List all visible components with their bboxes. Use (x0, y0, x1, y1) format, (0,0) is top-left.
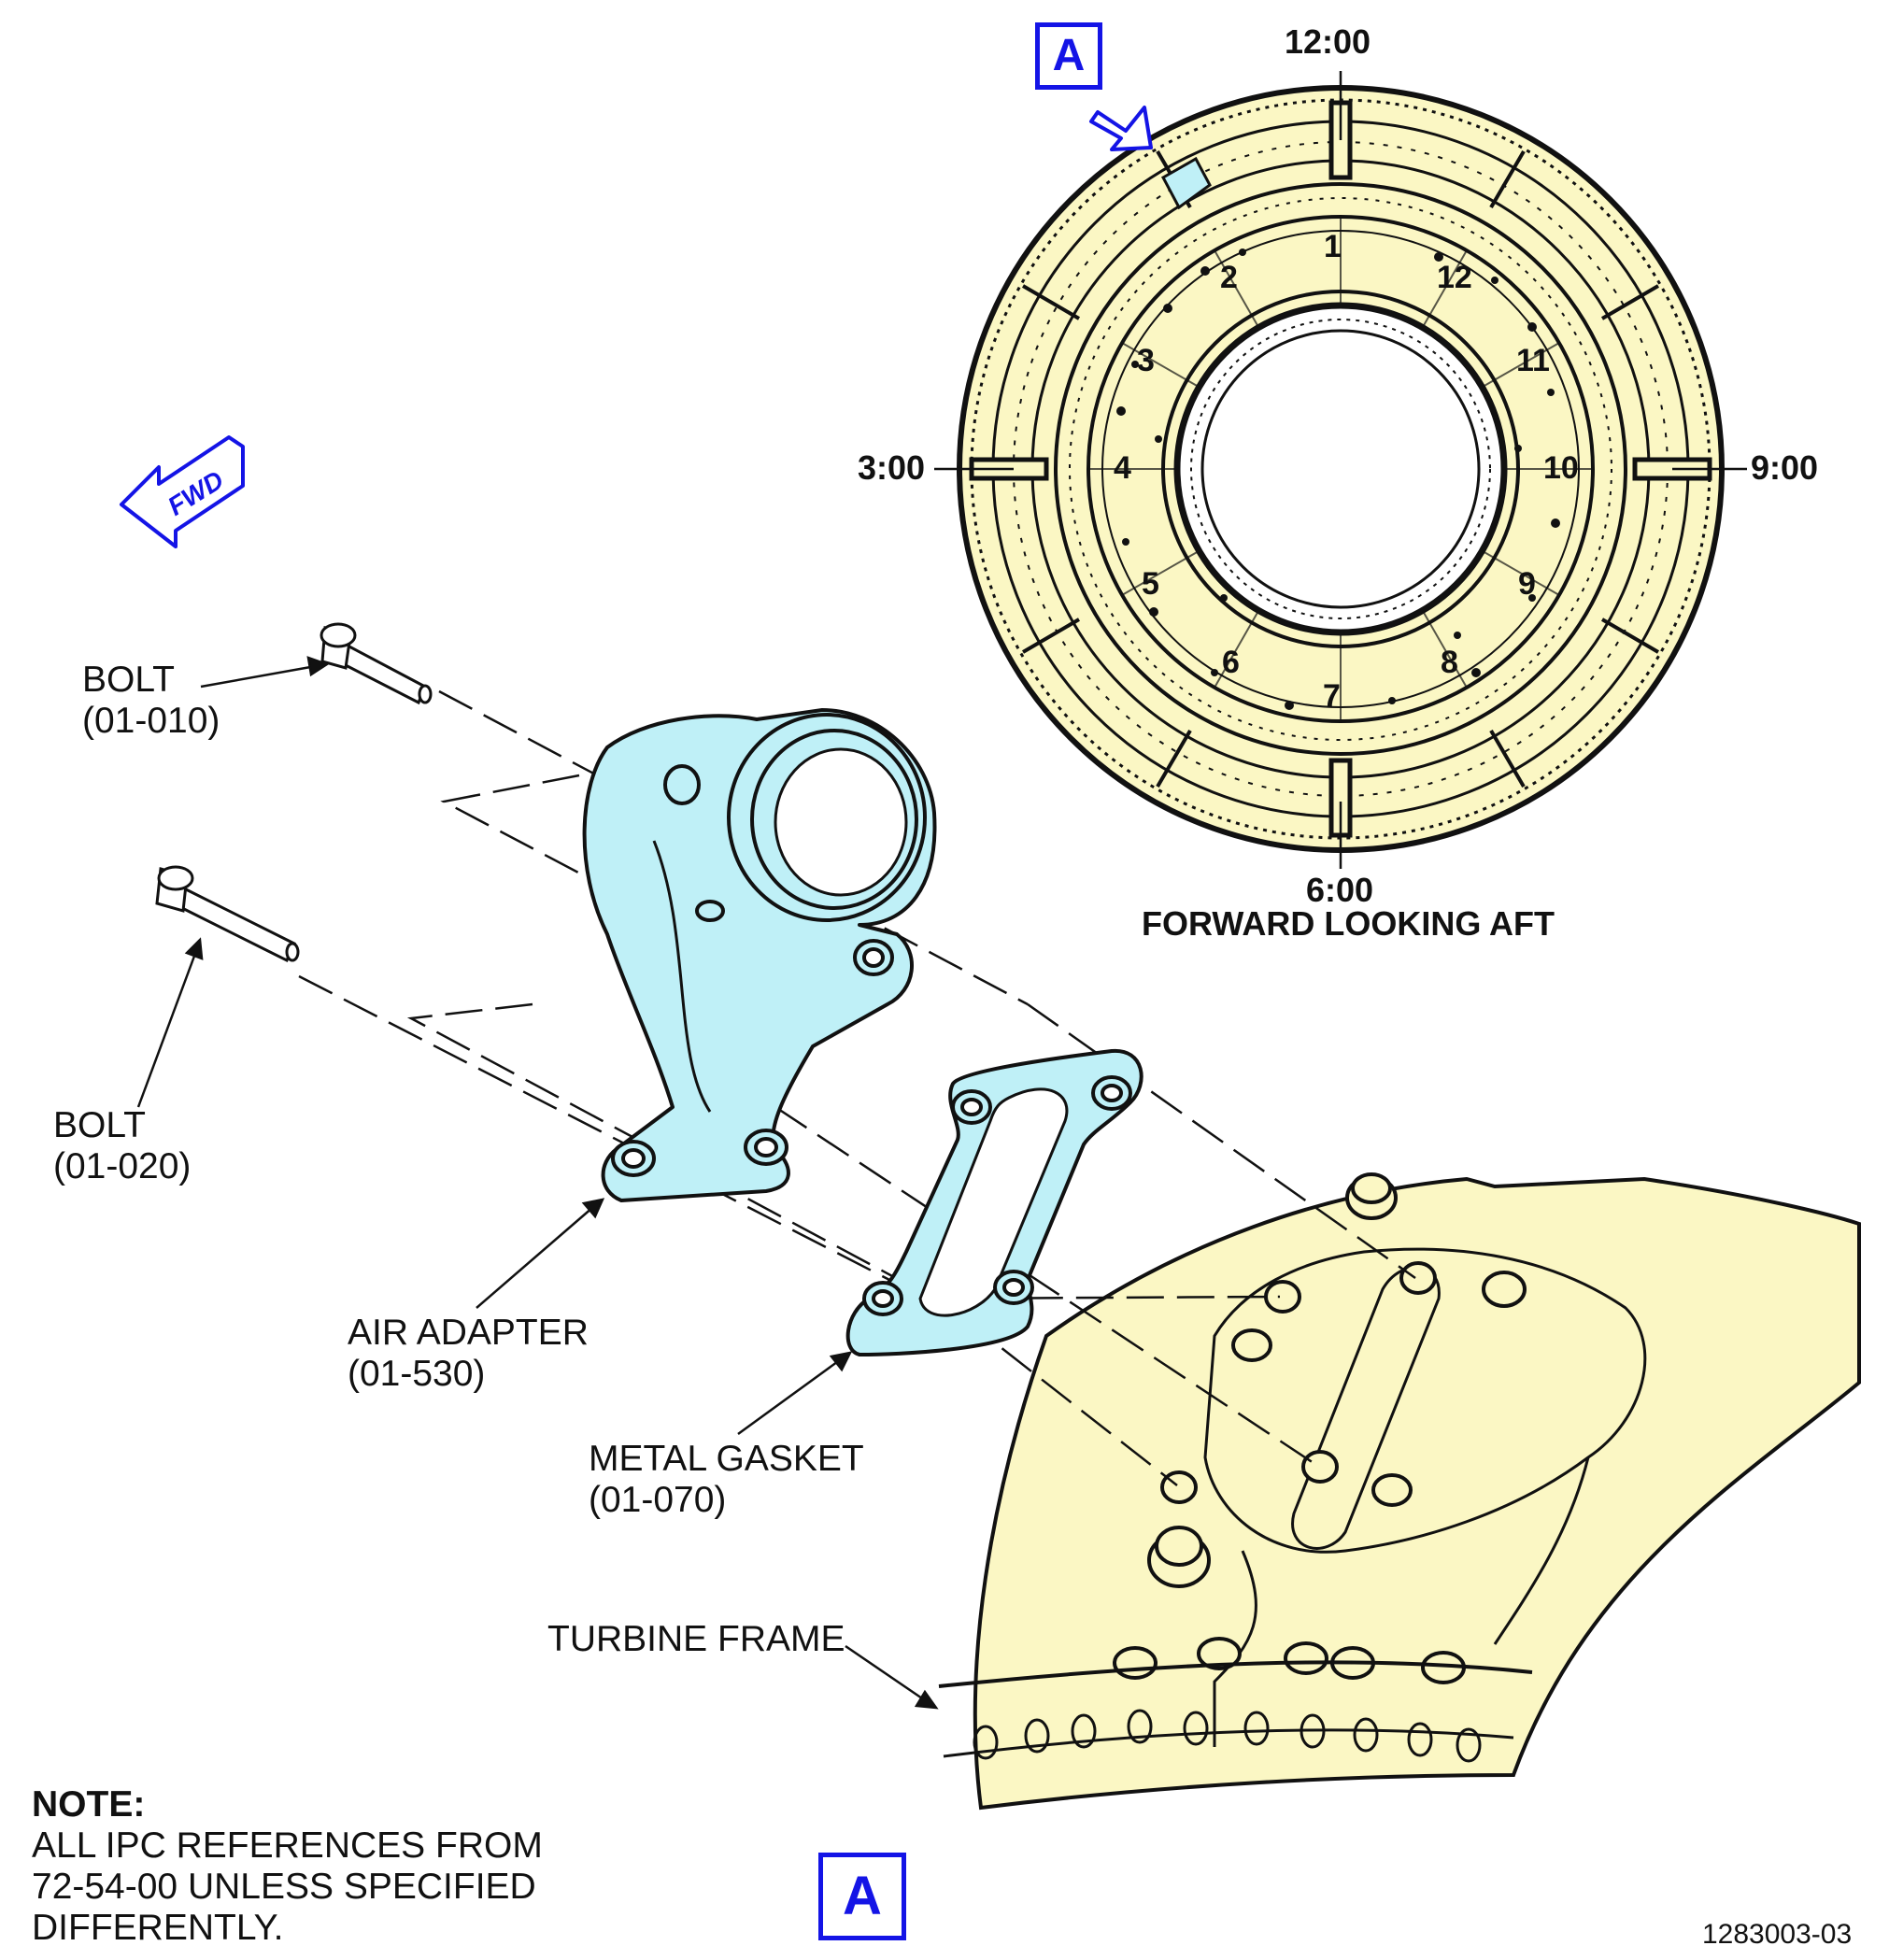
ring-number-10: 10 (1543, 450, 1579, 486)
clock-6-label: 6:00 (1306, 871, 1374, 909)
fwd-arrow: FWD (120, 435, 245, 548)
metal-gasket-name: METAL GASKET (589, 1439, 864, 1479)
air-adapter-name: AIR ADAPTER (348, 1313, 589, 1353)
bolt-1-callout: BOLT (01-010) (82, 660, 220, 742)
view-caption: FORWARD LOOKING AFT (1142, 904, 1555, 943)
ring-number-8: 8 (1441, 645, 1458, 680)
note-line-3: DIFFERENTLY. (32, 1908, 284, 1948)
engine-ring-view (934, 71, 1747, 869)
note-line-2: 72-54-00 UNLESS SPECIFIED (32, 1867, 536, 1907)
ring-number-1: 1 (1324, 229, 1342, 264)
ring-number-6: 6 (1222, 645, 1240, 680)
metal-gasket-ref: (01-070) (589, 1480, 727, 1520)
ring-number-5: 5 (1142, 566, 1159, 602)
figure-id: 1283003-03 (1702, 1919, 1853, 1950)
clock-3-label: 3:00 (858, 448, 926, 487)
bolt-2-name: BOLT (53, 1105, 146, 1145)
bolt-01-010 (320, 622, 433, 705)
turbine-frame-callout: TURBINE FRAME (547, 1619, 845, 1659)
air-adapter-ref: (01-530) (348, 1354, 486, 1394)
bolt-01-020 (155, 865, 300, 963)
ring-number-9: 9 (1518, 566, 1536, 602)
ring-number-11: 11 (1516, 343, 1550, 378)
ring-number-2: 2 (1220, 260, 1238, 295)
note-heading: NOTE: (32, 1784, 146, 1825)
clock-9-label: 9:00 (1751, 448, 1819, 487)
metal-gasket-part (845, 1048, 1143, 1356)
note-block: NOTE: ALL IPC REFERENCES FROM 72-54-00 U… (32, 1784, 543, 1949)
metal-gasket-callout: METAL GASKET (01-070) (589, 1439, 864, 1521)
bolt-1-name: BOLT (82, 660, 175, 700)
turbine-frame (938, 1172, 1861, 1811)
note-line-1: ALL IPC REFERENCES FROM (32, 1825, 543, 1866)
view-a-marker-top: A (1035, 22, 1102, 90)
bolt-2-ref: (01-020) (53, 1146, 192, 1186)
bolt-1-ref: (01-010) (82, 701, 220, 741)
air-adapter-part (582, 708, 937, 1202)
bolt-2-callout: BOLT (01-020) (53, 1105, 191, 1187)
leader-lines (136, 656, 939, 1710)
ring-number-7: 7 (1323, 678, 1341, 714)
ring-number-3: 3 (1137, 343, 1155, 378)
view-a-marker-bottom: A (818, 1853, 906, 1940)
ring-number-4: 4 (1114, 450, 1131, 486)
ring-number-12: 12 (1437, 260, 1472, 295)
air-adapter-callout: AIR ADAPTER (01-530) (348, 1313, 589, 1395)
clock-12-label: 12:00 (1285, 22, 1371, 61)
